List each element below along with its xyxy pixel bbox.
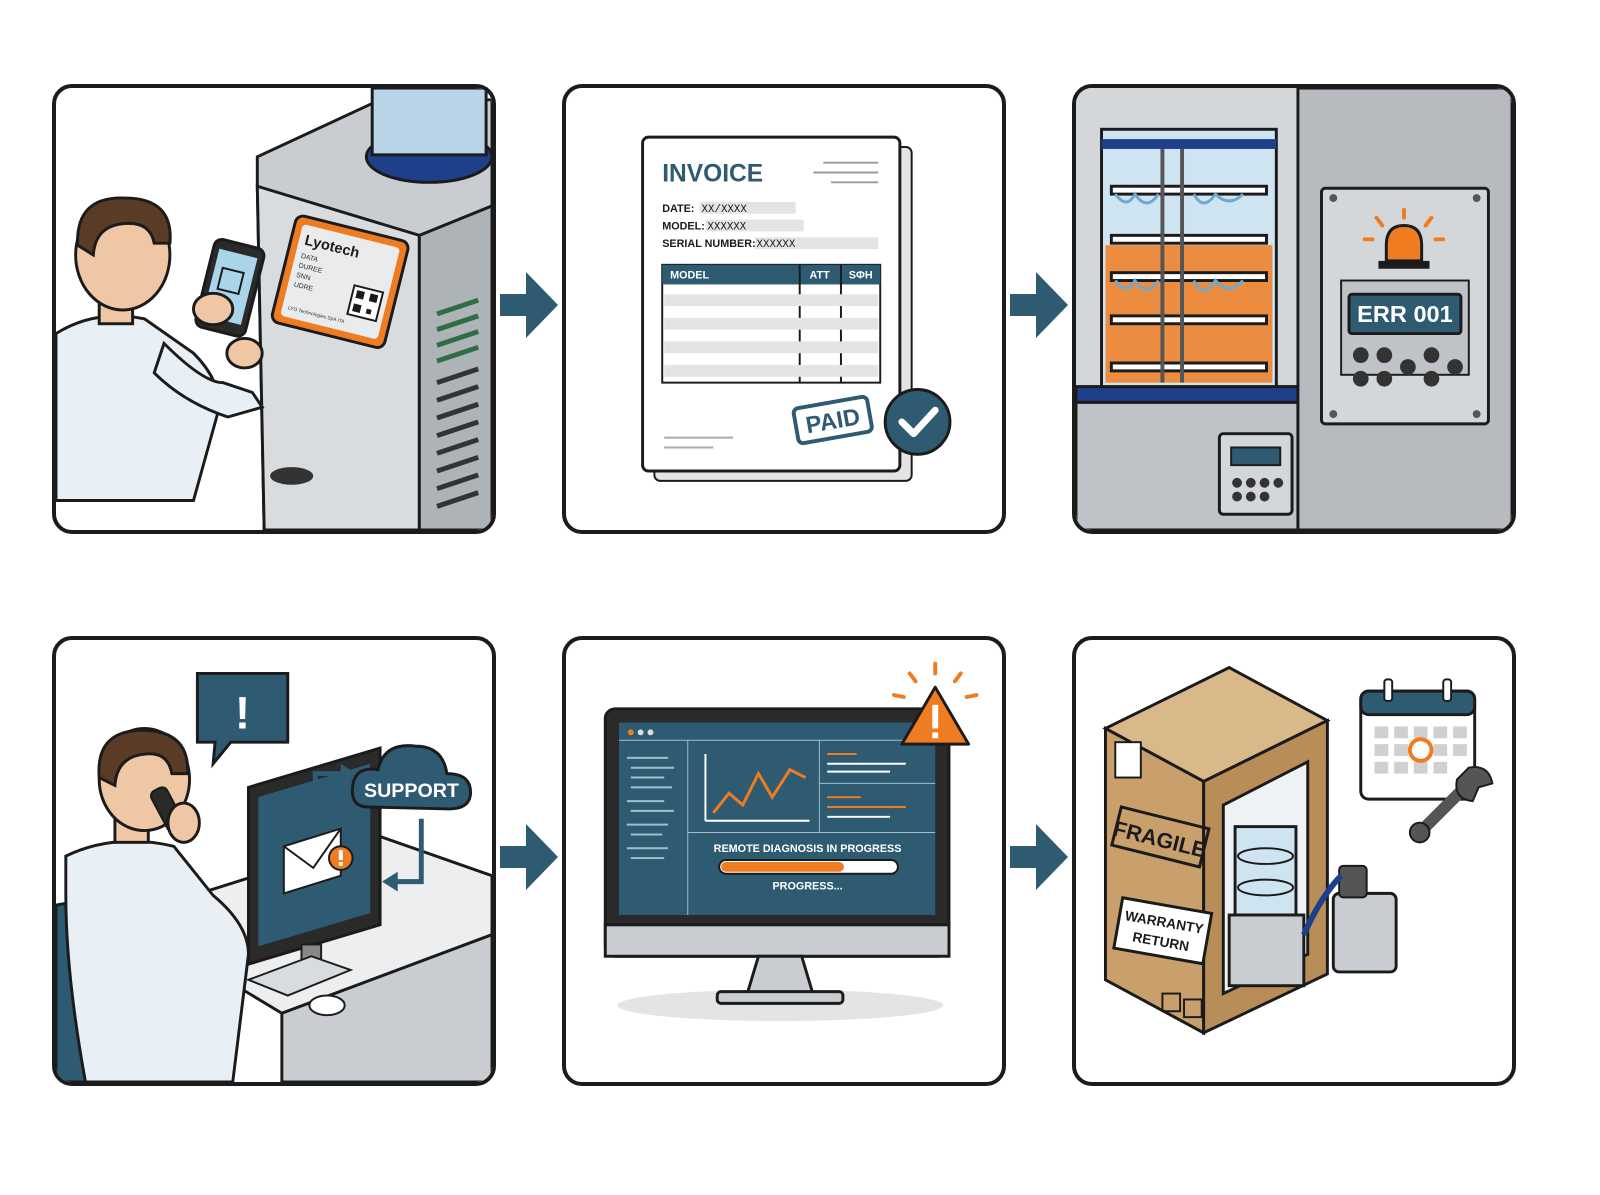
model-label: MODEL: (662, 220, 705, 232)
handling-symbol-icon (1114, 741, 1142, 779)
ice-formation (1114, 277, 1245, 292)
machine-side-face (417, 204, 492, 530)
desk-front (280, 933, 492, 1082)
technician-lab-coat (56, 314, 221, 502)
invoice-title: INVOICE (662, 160, 763, 187)
serial-value: XXXXXX (757, 239, 796, 251)
arrow-right-icon (500, 272, 558, 338)
chamber-top-ring (1101, 139, 1277, 149)
overheat-zone (1105, 245, 1273, 383)
monitor-chin (603, 923, 951, 958)
warning-triangle-icon (892, 661, 979, 746)
flow-arrow (1010, 270, 1070, 340)
sidebar-file-list (626, 756, 675, 860)
control-pad-screen (1230, 446, 1282, 467)
machine-foot (270, 467, 314, 485)
computer-mouse (308, 994, 346, 1017)
control-pad (1217, 432, 1294, 516)
ventilation-grille (436, 297, 480, 364)
speech-bubble-mark: ! (235, 687, 250, 738)
warranty-return-illustration: FRAGILE WARRANTY RETURN (1102, 665, 1494, 1036)
log-lines (827, 752, 906, 818)
step-2-invoice-panel: INVOICE DATE: XX/XXXX MODEL: XXXXXX SERI… (562, 84, 1006, 534)
ice-formation (1114, 191, 1244, 205)
technician-lab-coat (64, 839, 250, 1082)
error-panel-buttons (1352, 347, 1463, 387)
warranty-return-sticker: WARRANTY RETURN (1112, 896, 1214, 966)
monitor-screen (619, 722, 936, 916)
arrow-right-icon (1010, 272, 1068, 338)
invoice-table-header (662, 264, 881, 285)
label-line: DATA (300, 253, 319, 264)
label-line: SNN (295, 272, 311, 282)
email-icon (282, 827, 342, 895)
arrow-right-icon (500, 824, 558, 890)
speech-bubble-alert (195, 671, 290, 769)
technician-hand (192, 291, 235, 327)
wrench-icon (1408, 766, 1494, 844)
chamber-shelves (1109, 184, 1268, 373)
step-5-remote-diagnosis-panel: REMOTE DIAGNOSIS IN PROGRESS PROGRESS... (562, 636, 1006, 1086)
col-header-model: MODEL (670, 270, 709, 282)
invoice-illustration: INVOICE DATE: XX/XXXX MODEL: XXXXXX SERI… (641, 135, 952, 482)
remote-diagnosis-illustration: REMOTE DIAGNOSIS IN PROGRESS PROGRESS... (603, 661, 979, 1022)
packed-freeze-dryer-base (1227, 913, 1306, 988)
arrow-to-cloud (312, 771, 343, 788)
calendar-icon (1359, 678, 1477, 801)
qr-code-icon (216, 266, 245, 296)
support-label: SUPPORT (364, 780, 459, 802)
equipment-label: Lyotech DATA DUREE SNN UDRE LYO Technolo… (270, 214, 410, 349)
technician-hair (97, 728, 190, 788)
monitor-shadow (617, 989, 944, 1022)
warning-light-icon (1362, 207, 1446, 269)
technician-arm (152, 340, 265, 419)
error-code: ERR 001 (1357, 301, 1453, 327)
glass-chamber (370, 88, 488, 157)
keyboard (245, 955, 354, 997)
flow-arrow (1010, 822, 1070, 892)
check-circle-icon (883, 388, 952, 456)
monitor-stand (744, 954, 816, 998)
progress-label: PROGRESS... (772, 880, 842, 892)
technician-hand (225, 336, 264, 370)
serial-label: SERIAL NUMBER: (662, 238, 755, 250)
error-display (1347, 292, 1463, 336)
dark-vents (436, 366, 480, 509)
control-pad-buttons (1232, 477, 1284, 502)
box-handling-icons (1161, 992, 1203, 1019)
date-label: DATE: (662, 203, 694, 215)
contact-support-illustration: ! SUPPORT (56, 671, 492, 1082)
flow-arrow (500, 822, 560, 892)
date-value: XX/XXXX (702, 204, 748, 216)
col-header-sph: SΦH (849, 270, 873, 282)
step-6-warranty-return-panel: FRAGILE WARRANTY RETURN (1072, 636, 1516, 1086)
technician-hair (76, 196, 172, 258)
label-line: UDRE (293, 281, 314, 293)
flow-arrow (500, 270, 560, 340)
model-value: XXXXXX (707, 221, 746, 233)
col-header-att: ATT (810, 270, 831, 282)
vacuum-pump (1301, 864, 1398, 974)
qr-code-icon (346, 284, 385, 323)
packed-freeze-dryer-chamber (1233, 825, 1298, 917)
diagnosis-progress-fill (721, 861, 844, 872)
arrow-right-icon (1010, 824, 1068, 890)
step-3-error-panel: ERR 001 (1072, 84, 1516, 534)
diagnostic-graph (712, 767, 807, 814)
scan-label-illustration: Lyotech DATA DUREE SNN UDRE LYO Technolo… (56, 88, 492, 530)
chamber-base-ring (1076, 385, 1300, 404)
invoice-table-rows (664, 294, 879, 377)
technician-hand (166, 801, 201, 844)
diagnosis-status-text: REMOTE DIAGNOSIS IN PROGRESS (714, 843, 902, 855)
machine-error-illustration: ERR 001 (1076, 88, 1512, 530)
step-4-support-panel: ! SUPPORT (52, 636, 496, 1086)
arrow-from-cloud (395, 818, 424, 885)
step-1-scan-label-panel: Lyotech DATA DUREE SNN UDRE LYO Technolo… (52, 84, 496, 534)
support-cloud-icon (350, 744, 472, 811)
